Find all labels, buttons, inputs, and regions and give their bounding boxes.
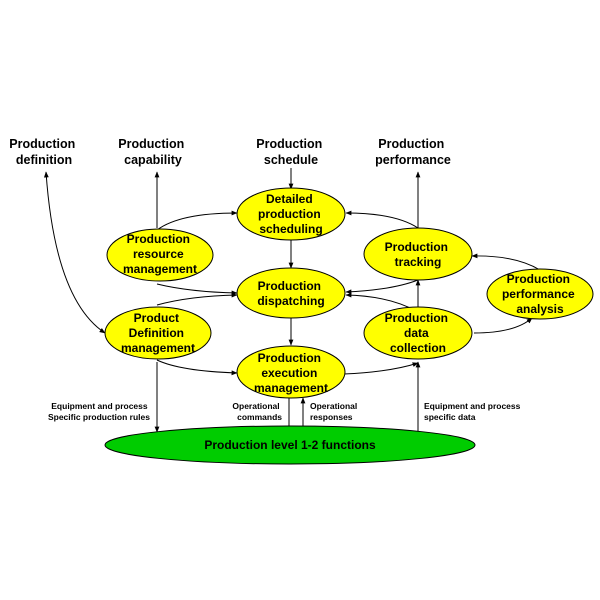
edge-defmgmt-to-dispatching <box>156 292 238 306</box>
node-label: Production dispatching <box>257 279 324 308</box>
annotation-equipment-rules: Equipment and process Specific productio… <box>48 401 150 422</box>
node-label-line: Product <box>134 311 179 325</box>
node-label-line: management <box>254 381 328 395</box>
output-label-line: Production <box>378 137 444 151</box>
annotation-line: specific data <box>424 412 476 422</box>
output-label-line: definition <box>16 153 72 167</box>
output-production-schedule: Production schedule <box>256 137 325 167</box>
node-label-line: scheduling <box>259 222 322 236</box>
output-label-line: performance <box>375 153 451 167</box>
node-label-line: data <box>404 326 429 340</box>
output-label-line: capability <box>124 153 182 167</box>
output-label-line: Production <box>9 137 75 151</box>
node-label-line: Production <box>385 311 448 325</box>
edge-datacollection-to-analysis <box>473 317 533 334</box>
node-label-line: Production <box>258 279 321 293</box>
node-performance-analysis: Production performance analysis <box>486 268 594 320</box>
node-label-line: management <box>121 341 195 355</box>
node-detailed-scheduling: Detailed production scheduling <box>236 187 346 241</box>
node-label-line: resource <box>133 247 184 261</box>
node-shape <box>236 267 346 319</box>
edge-tracking-to-dispatching <box>345 279 419 295</box>
node-shape <box>236 345 346 399</box>
output-production-capability: Production capability <box>118 137 187 167</box>
node-label-line: Definition <box>129 326 184 340</box>
node-shape <box>363 227 473 281</box>
node-label-line: Production <box>258 351 321 365</box>
edge-resource-to-scheduling <box>156 210 238 231</box>
node-shape <box>236 187 346 241</box>
node-label: Production execution management <box>254 351 328 395</box>
base-label: Production level 1-2 functions <box>204 438 376 452</box>
node-label: Production performance analysis <box>502 272 578 316</box>
node-label: Detailed production scheduling <box>258 192 324 236</box>
annotation-equipment-data: Equipment and process specific data <box>424 401 523 422</box>
annotation-line: Specific production rules <box>48 412 150 422</box>
edge-resource-to-dispatching <box>156 283 238 296</box>
base-ellipse <box>104 425 476 465</box>
output-production-performance: Production performance <box>375 137 451 167</box>
node-shape <box>104 306 212 360</box>
node-shape <box>106 228 214 282</box>
node-definition-management: Product Definition management <box>104 306 212 360</box>
node-label: Production tracking <box>385 240 452 269</box>
edge-tracking-to-scheduling <box>345 210 419 229</box>
output-label-line: Production <box>118 137 184 151</box>
node-label-line: collection <box>390 341 446 355</box>
node-label-line: dispatching <box>257 294 324 308</box>
base-production-functions: Production level 1-2 functions <box>104 425 476 465</box>
edge-execution-to-datacollection <box>343 362 419 375</box>
node-label-line: tracking <box>395 255 442 269</box>
node-shape <box>486 268 594 320</box>
output-production-definition: Production definition <box>9 137 78 167</box>
annotation-line: commands <box>237 412 282 422</box>
node-label-line: production <box>258 207 321 221</box>
node-label-line: execution <box>261 366 317 380</box>
annotation-line: Equipment and process <box>51 401 148 411</box>
node-data-collection: Production data collection <box>363 306 473 360</box>
node-label: Production resource management <box>123 232 197 276</box>
annotation-operational-responses: Operational responses <box>310 401 360 422</box>
annotation-line: Equipment and process <box>424 401 521 411</box>
output-label-line: schedule <box>264 153 318 167</box>
edge-definition-to-definition-mgmt <box>43 171 106 334</box>
annotation-line: Operational <box>232 401 279 411</box>
node-shape <box>363 306 473 360</box>
node-label: Product Definition management <box>121 311 195 355</box>
node-label-line: performance <box>502 287 575 301</box>
edge-analysis-to-tracking <box>471 253 541 271</box>
node-label-line: Detailed <box>266 192 313 206</box>
node-label: Production data collection <box>385 311 452 355</box>
node-execution-management: Production execution management <box>236 345 346 399</box>
annotation-line: Operational <box>310 401 357 411</box>
output-label-line: Production <box>256 137 322 151</box>
node-resource-management: Production resource management <box>106 228 214 282</box>
node-label-line: Production <box>127 232 190 246</box>
annotation-operational-commands: Operational commands <box>232 401 282 422</box>
node-label-line: management <box>123 262 197 276</box>
annotation-line: responses <box>310 412 353 422</box>
node-label-line: Production <box>507 272 570 286</box>
node-tracking: Production tracking <box>363 227 473 281</box>
node-label-line: Production <box>385 240 448 254</box>
node-label-line: analysis <box>516 302 564 316</box>
edge-defmgmt-to-execution <box>156 359 238 376</box>
node-dispatching: Production dispatching <box>236 267 346 319</box>
